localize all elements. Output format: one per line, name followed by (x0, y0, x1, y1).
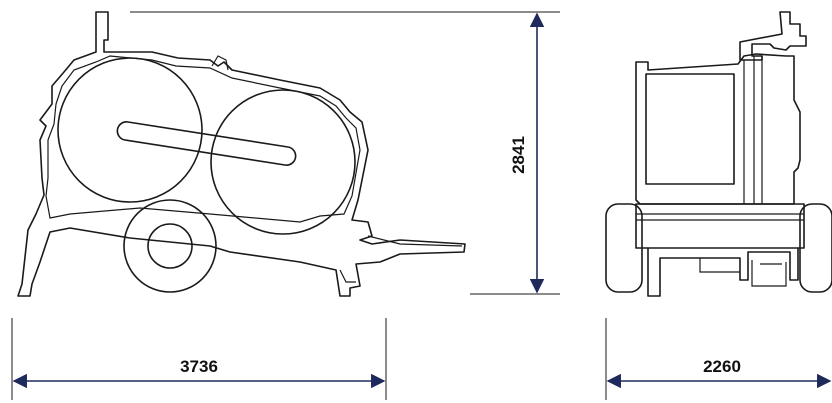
front-view-top-mast (739, 11, 807, 61)
front-view-wheel-right (799, 203, 832, 293)
side-view (17, 11, 466, 297)
side-view-drawbar (367, 235, 463, 247)
side-view-wheel-outer (123, 199, 217, 293)
length-dimension-label: 3736 (180, 357, 218, 376)
height-dimension-label: 2841 (509, 136, 528, 174)
width-dimension-label: 2260 (703, 357, 741, 376)
front-view-column-lines (743, 56, 763, 204)
front-view-chassis-lines (636, 213, 804, 221)
side-view-drum-left (57, 57, 203, 203)
dimension-height: 2841 (130, 11, 560, 295)
front-view-window (645, 73, 735, 185)
side-view-housing (17, 11, 466, 297)
side-view-top-bracket (211, 55, 229, 71)
side-view-drum-right (210, 89, 356, 235)
side-view-housing-inner (45, 55, 361, 223)
front-view-wheel-left (605, 203, 643, 293)
front-view (605, 11, 832, 297)
front-view-lower-details (699, 258, 787, 287)
front-view-lower-frame (647, 247, 799, 297)
front-view-cab (635, 53, 801, 205)
side-view-slot (116, 121, 297, 166)
side-view-wheel-hub (147, 223, 193, 269)
front-view-chassis (635, 203, 805, 249)
dimension-length: 3736 (11, 318, 387, 400)
side-view-rear-foot (339, 269, 356, 283)
dimension-width: 2260 (605, 318, 832, 400)
